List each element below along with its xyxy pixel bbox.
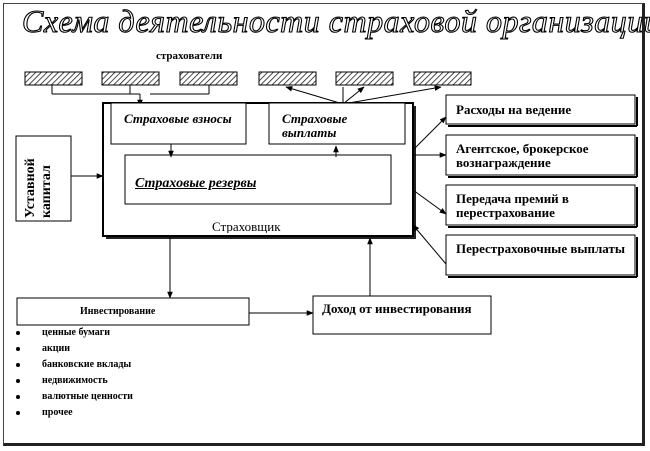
- investment-items-list: ценные бумаги акции банковские вклады не…: [10, 325, 133, 421]
- investment-income-box: [312, 295, 492, 335]
- diagram-frame: [3, 3, 645, 446]
- policyholder-bars: [24, 71, 472, 86]
- arrows-to-right-boxes: [412, 116, 447, 265]
- investing-box-label: Инвестирование: [80, 306, 156, 317]
- right-box-label-1: Агентское, брокерское вознаграждение: [456, 142, 589, 170]
- list-item: ценные бумаги: [10, 325, 133, 341]
- reserves-box-label: Страховые резервы: [135, 176, 257, 191]
- right-box: [445, 234, 636, 276]
- list-item: прочее: [10, 405, 133, 421]
- list-item: валютные ценности: [10, 389, 133, 405]
- list-item: недвижимость: [10, 373, 133, 389]
- investing-box: [16, 297, 250, 326]
- right-box-label-2: Передача премий в перестрахование: [456, 192, 569, 220]
- payouts-box: [268, 102, 406, 145]
- right-box-label-0: Расходы на ведение: [456, 102, 572, 117]
- diagram-title: Схема деятельности страховой организации: [22, 3, 650, 39]
- charter-capital-label: Уставной капитал: [23, 158, 54, 218]
- reserves-box: [124, 154, 392, 205]
- right-box: [445, 134, 636, 176]
- list-item: акции: [10, 341, 133, 357]
- policyholder-connectors: [51, 85, 442, 107]
- right-box-label-3: Перестраховочные выплаты: [456, 242, 626, 256]
- payouts-box-label: Страховые выплаты: [282, 112, 348, 140]
- policyholder-bar: [335, 71, 394, 86]
- policyholders-label: страхователи: [156, 50, 223, 62]
- investment-income-label: Доход от инвестирования: [322, 302, 472, 316]
- diagram-title-graphic: Схема деятельности страховой организации: [21, 2, 650, 39]
- right-box: [445, 94, 636, 125]
- policyholder-bar: [413, 71, 472, 86]
- right-boxes: [445, 94, 638, 278]
- list-item: банковские вклады: [10, 357, 133, 373]
- premiums-box: [110, 102, 247, 145]
- policyholder-bar: [258, 71, 317, 86]
- charter-capital-box: [15, 135, 72, 222]
- right-box: [445, 184, 636, 226]
- policyholder-bar: [24, 71, 83, 86]
- insurer-box-label: Страховщик: [212, 219, 281, 233]
- policyholder-bar: [179, 71, 238, 86]
- policyholder-bar: [101, 71, 160, 86]
- premiums-box-label: Страховые взносы: [124, 112, 232, 126]
